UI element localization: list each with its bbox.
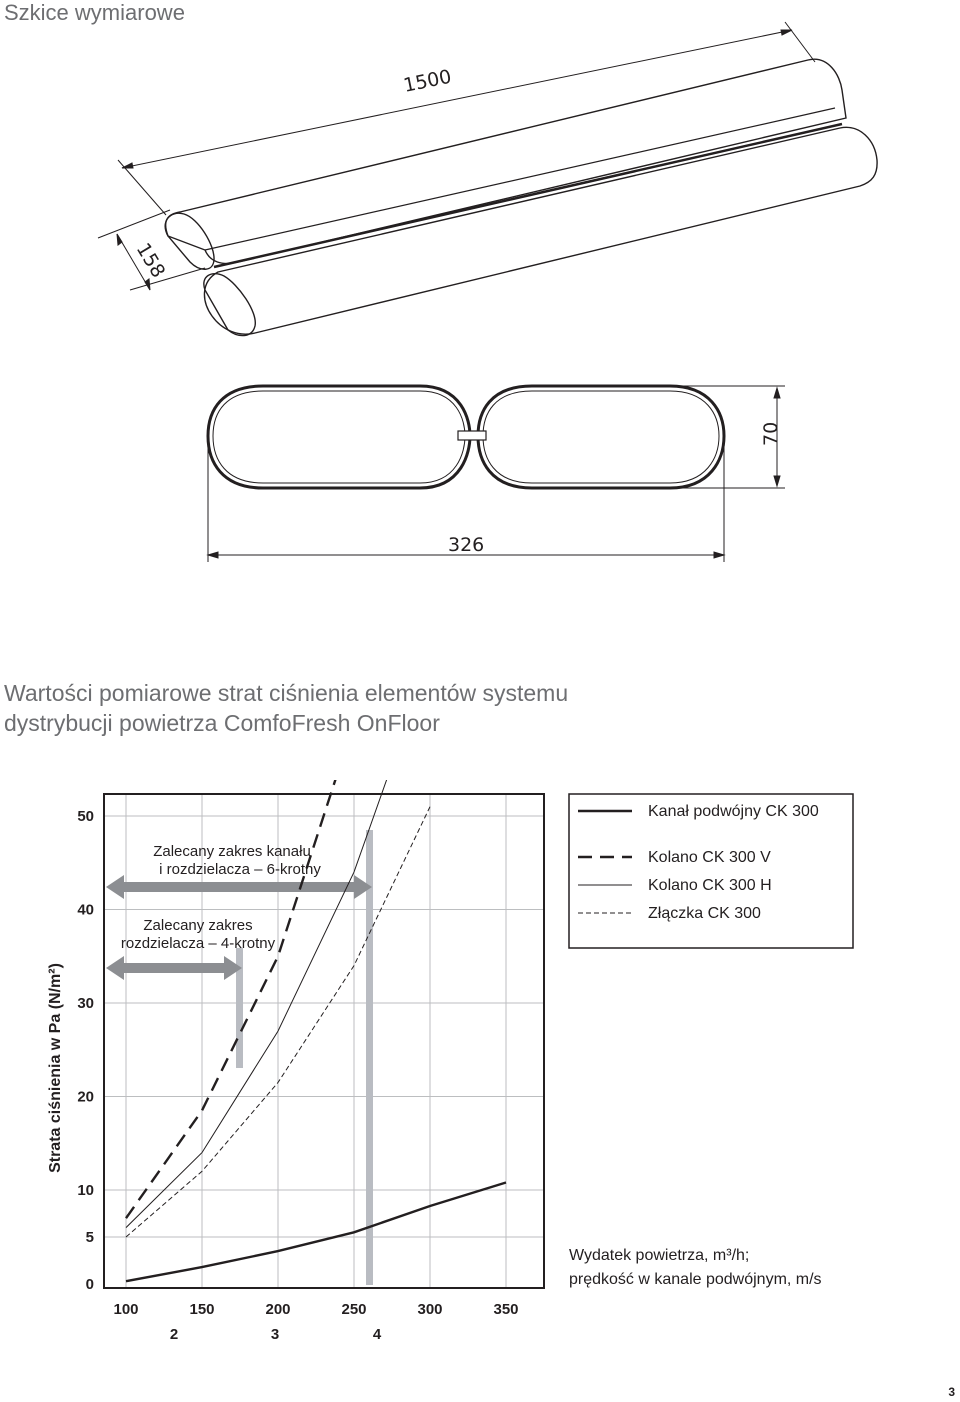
thickness-label: 70 xyxy=(760,422,782,446)
annotation-6x-line-2: i rozdzielacza – 6-krotny xyxy=(159,861,321,878)
annotation-6x-line-1: Zalecany zakres kanału xyxy=(153,843,311,860)
y-tick-label: 20 xyxy=(77,1089,94,1106)
x-tick-label: 100 xyxy=(113,1301,138,1318)
y-axis-label: Strata ciśnienia w Pa (N/m²) xyxy=(47,963,64,1173)
y-tick-label: 0 xyxy=(86,1276,94,1293)
series-line-1 xyxy=(125,1181,507,1283)
x-tick-label: 300 xyxy=(417,1301,442,1318)
plot-frame xyxy=(103,793,545,1289)
range-4x-arrow xyxy=(106,956,242,980)
range-6x-arrow xyxy=(106,875,372,899)
recommended-ranges xyxy=(106,830,373,1285)
width-label: 326 xyxy=(448,534,484,556)
series-line-3 xyxy=(125,780,388,1228)
section-title: Wartości pomiarowe strat ciśnienia eleme… xyxy=(4,678,568,738)
y-tick-label: 5 xyxy=(86,1229,94,1246)
x-tick-label: 150 xyxy=(189,1301,214,1318)
y-tick-label: 10 xyxy=(77,1182,94,1199)
chart-series xyxy=(125,780,507,1283)
annotation-4x-line-1: Zalecany zakres xyxy=(143,917,252,934)
duct-sketch: 1500 158 70 326 xyxy=(97,21,878,562)
legend-label-1: Kanał podwójny CK 300 xyxy=(648,803,819,820)
x-axis-label-line-2: prędkość w kanale podwójnym, m/s xyxy=(569,1271,822,1288)
x-tick-label: 350 xyxy=(493,1301,518,1318)
annotation-4x-line-2: rozdzielacza – 4-krotny xyxy=(121,935,276,952)
y-tick-label: 30 xyxy=(77,995,94,1012)
x-axis-label-line-1: Wydatek powietrza, m³/h; xyxy=(569,1247,749,1264)
legend-label-2: Kolano CK 300 V xyxy=(648,849,771,866)
velocity-tick-label: 4 xyxy=(373,1326,382,1343)
series-line-4 xyxy=(125,806,431,1238)
range-limit-4x-bar xyxy=(236,948,243,1068)
height-label: 158 xyxy=(132,239,170,281)
page-number: 3 xyxy=(948,1385,955,1399)
y-tick-label: 50 xyxy=(77,808,94,825)
legend-box xyxy=(568,793,854,949)
section-title-line-1: Wartości pomiarowe strat ciśnienia eleme… xyxy=(4,680,569,706)
velocity-tick-label: 3 xyxy=(271,1326,279,1343)
x-tick-label: 250 xyxy=(341,1301,366,1318)
length-label: 1500 xyxy=(402,66,454,97)
page-title: Szkice wymiarowe xyxy=(4,0,185,25)
y-tick-label: 40 xyxy=(77,902,94,919)
legend-label-4: Złączka CK 300 xyxy=(648,905,761,922)
range-limit-6x-bar xyxy=(366,830,373,1285)
section-title-line-2: dystrybucji powietrza ComfoFresh OnFloor xyxy=(4,710,440,736)
x-tick-label: 200 xyxy=(265,1301,290,1318)
legend-label-3: Kolano CK 300 H xyxy=(648,877,772,894)
velocity-tick-label: 2 xyxy=(170,1326,178,1343)
